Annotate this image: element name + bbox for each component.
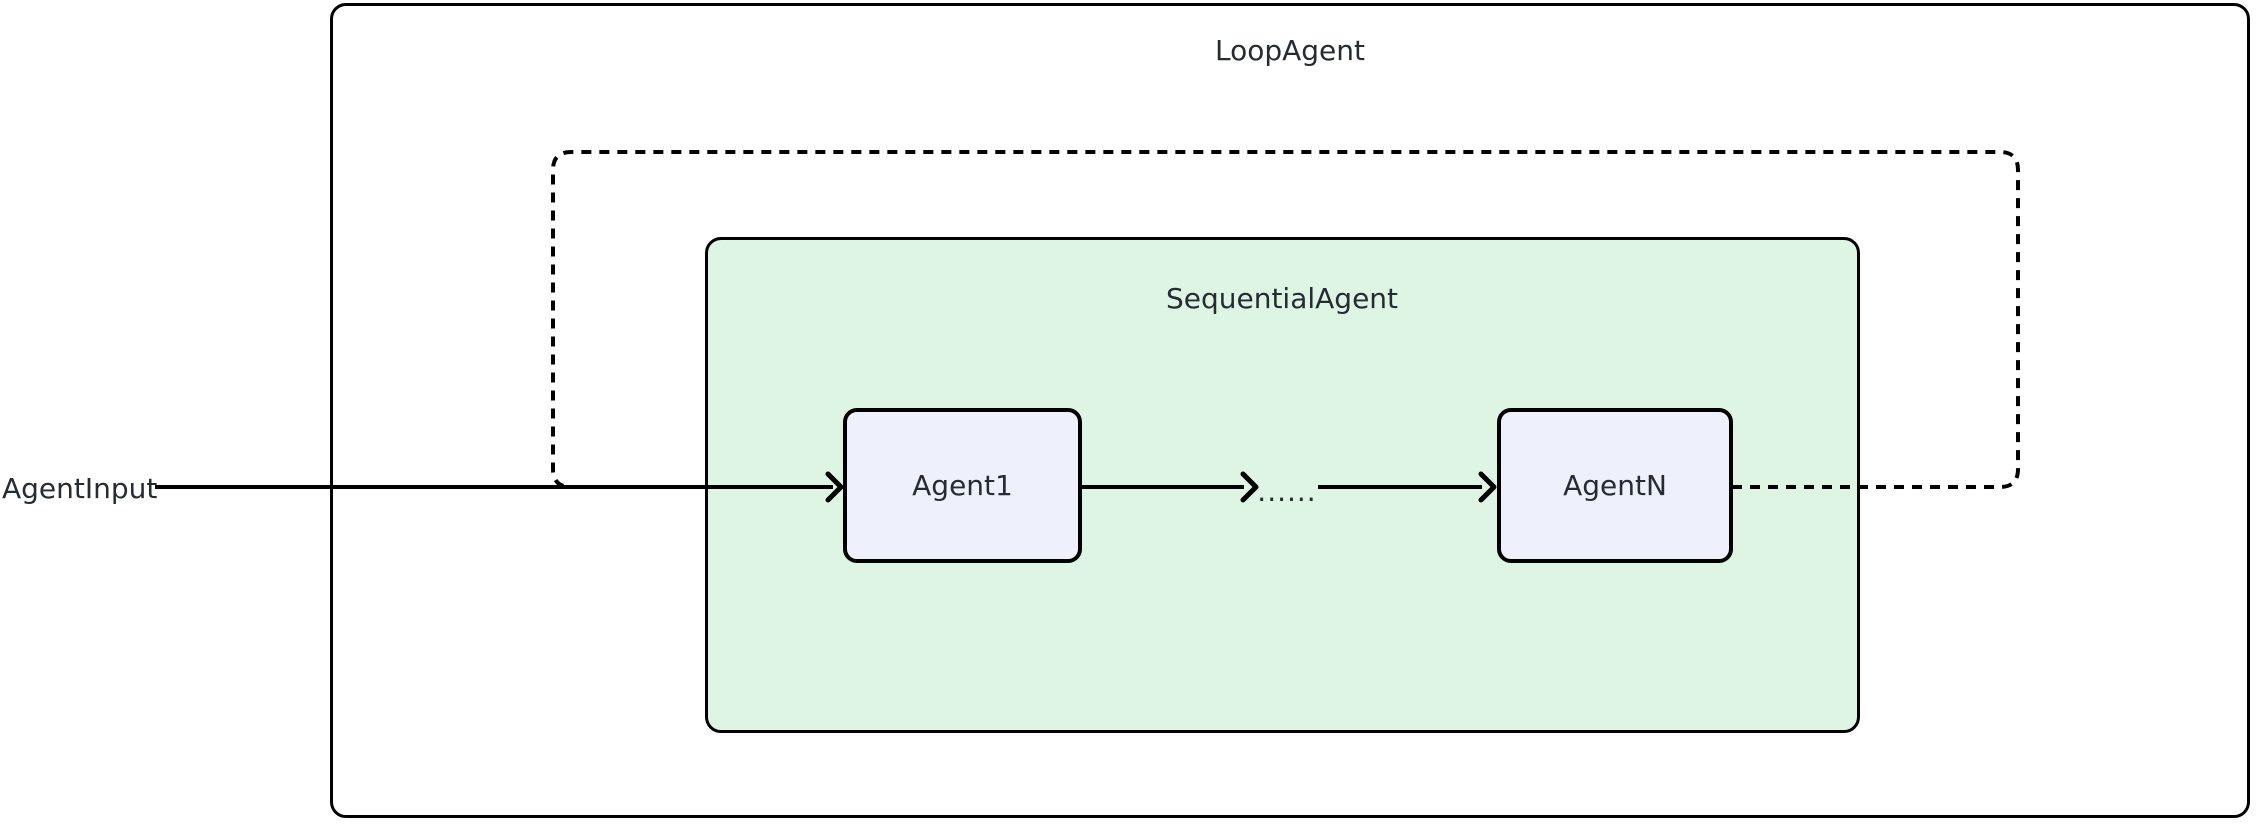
node-agent1: Agent1 [843, 408, 1082, 563]
agent-input-label: AgentInput [2, 472, 158, 506]
loop-agent-label: LoopAgent [1214, 34, 1366, 68]
sequential-agent-label: SequentialAgent [1165, 282, 1399, 316]
node-agentn-label: AgentN [1563, 469, 1667, 502]
ellipsis-label: ...... [1257, 475, 1317, 509]
node-agent1-label: Agent1 [912, 469, 1013, 502]
node-agentn: AgentN [1497, 408, 1733, 563]
